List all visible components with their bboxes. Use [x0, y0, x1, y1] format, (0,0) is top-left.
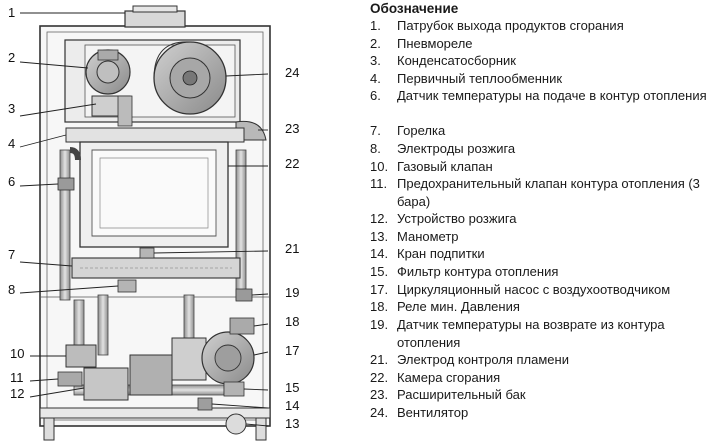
legend-item-number: 3. — [370, 53, 381, 68]
circulation-pump — [171, 331, 255, 385]
flue-outlet — [124, 5, 186, 28]
legend-item-number: 14. — [370, 246, 389, 261]
heating-filter — [223, 381, 245, 397]
callout-10: 10 — [10, 346, 24, 361]
legend-item-text: Электрод контроля пламени — [397, 352, 569, 367]
legend-item-text: Реле мин. Давления — [397, 299, 520, 314]
legend-item-number: 15. — [370, 264, 389, 279]
combustion-chamber — [79, 141, 229, 248]
return-temperature-sensor — [235, 288, 253, 302]
legend-item-number: 7. — [370, 123, 381, 138]
flow-temperature-sensor — [57, 177, 75, 191]
callout-17: 17 — [285, 343, 299, 358]
callout-13: 13 — [285, 416, 299, 431]
boiler-drawing: 1 2 3 4 6 7 8 10 11 12 13 14 15 17 18 19… — [8, 5, 299, 441]
legend-item-text: Вентилятор — [397, 405, 469, 420]
air-pressure-switch — [85, 49, 131, 95]
legend-item-text: Кран подпитки — [397, 246, 485, 261]
callout-7: 7 — [8, 247, 15, 262]
legend-item-text: Устройство розжига — [397, 211, 517, 226]
legend-item-number: 1. — [370, 18, 381, 33]
legend: Обозначение 1. Патрубок выхода продуктов… — [370, 0, 713, 448]
callout-6: 6 — [8, 174, 15, 189]
legend-item-number: 21. — [370, 352, 389, 367]
callout-21: 21 — [285, 241, 299, 256]
legend-item-text: Камера сгорания — [397, 370, 501, 385]
callout-18: 18 — [285, 314, 299, 329]
legend-item-text: Предохранительный клапан контура отоплен… — [397, 176, 700, 209]
ignition-electrodes — [117, 279, 137, 293]
legend-item-number: 17. — [370, 282, 389, 297]
callout-11: 11 — [10, 370, 24, 385]
legend-item-number: 10. — [370, 159, 389, 174]
legend-item-number: 12. — [370, 211, 389, 226]
legend-item-number: 2. — [370, 36, 381, 51]
legend-item-text: Манометр — [397, 229, 459, 244]
callout-23: 23 — [285, 121, 299, 136]
legend-title: Обозначение — [370, 1, 459, 16]
gas-valve — [65, 344, 97, 368]
legend-item-text: Конденсатосборник — [397, 53, 516, 68]
leader-lines — [19, 12, 269, 427]
legend-item-text: Циркуляционный насос с воздухоотводчиком — [397, 282, 671, 297]
ignition-unit — [83, 367, 129, 401]
condensate-trap — [91, 95, 133, 127]
primary-heat-exchanger — [65, 127, 245, 143]
fill-tap — [197, 397, 213, 411]
legend-item-text: Патрубок выхода продуктов сгорания — [397, 18, 624, 33]
legend-item-number: 22. — [370, 370, 389, 385]
callout-1: 1 — [8, 5, 15, 20]
callout-15: 15 — [285, 380, 299, 395]
legend-item-number: 11. — [370, 176, 388, 191]
callout-19: 19 — [285, 285, 299, 300]
legend-item-text: Датчик температуры на подаче в контур от… — [397, 88, 707, 103]
callout-3: 3 — [8, 101, 15, 116]
callout-24: 24 — [285, 65, 299, 80]
legend-item-number: 4. — [370, 71, 381, 86]
callout-22: 22 — [285, 156, 299, 171]
callout-8: 8 — [8, 282, 15, 297]
callout-2: 2 — [8, 50, 15, 65]
legend-item-text: Расширительный бак — [397, 387, 526, 402]
callout-4: 4 — [8, 136, 15, 151]
legend-item-text: Электроды розжига — [397, 141, 516, 156]
legend-item-text: Первичный теплообменник — [397, 71, 563, 86]
legend-item-text: Газовый клапан — [397, 159, 493, 174]
safety-valve — [57, 371, 83, 387]
legend-item-text: Пневмореле — [397, 36, 473, 51]
legend-item-number: 23. — [370, 387, 389, 402]
legend-item-number: 18. — [370, 299, 389, 314]
min-pressure-switch — [229, 317, 255, 335]
legend-item-number: 6. — [370, 88, 381, 103]
legend-item-number: 19. — [370, 317, 389, 332]
legend-item-number: 13. — [370, 229, 389, 244]
callout-14: 14 — [285, 398, 299, 413]
gas-valve-body — [129, 354, 173, 396]
legend-item-text: Датчик температуры на возврате из контур… — [397, 317, 665, 350]
callout-12: 12 — [10, 386, 24, 401]
burner — [71, 257, 241, 279]
legend-item-text: Горелка — [397, 123, 446, 138]
manometer — [225, 413, 247, 435]
legend-item-number: 8. — [370, 141, 381, 156]
boiler-diagram: 1 2 3 4 6 7 8 10 11 12 13 14 15 17 18 19… — [0, 0, 340, 448]
fan — [153, 41, 227, 115]
flame-detection-electrode — [139, 247, 155, 259]
legend-item-text: Фильтр контура отопления — [397, 264, 559, 279]
legend-item-number: 24. — [370, 405, 389, 420]
